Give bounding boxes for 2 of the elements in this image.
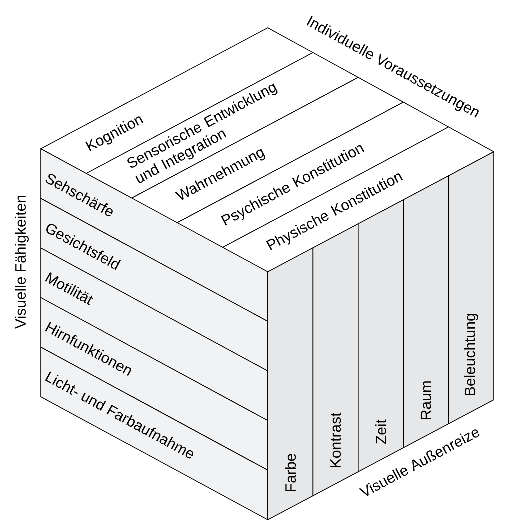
- axis-title: Visuelle Fähigkeiten: [15, 196, 29, 329]
- face-band: Beleuchtung: [448, 152, 494, 424]
